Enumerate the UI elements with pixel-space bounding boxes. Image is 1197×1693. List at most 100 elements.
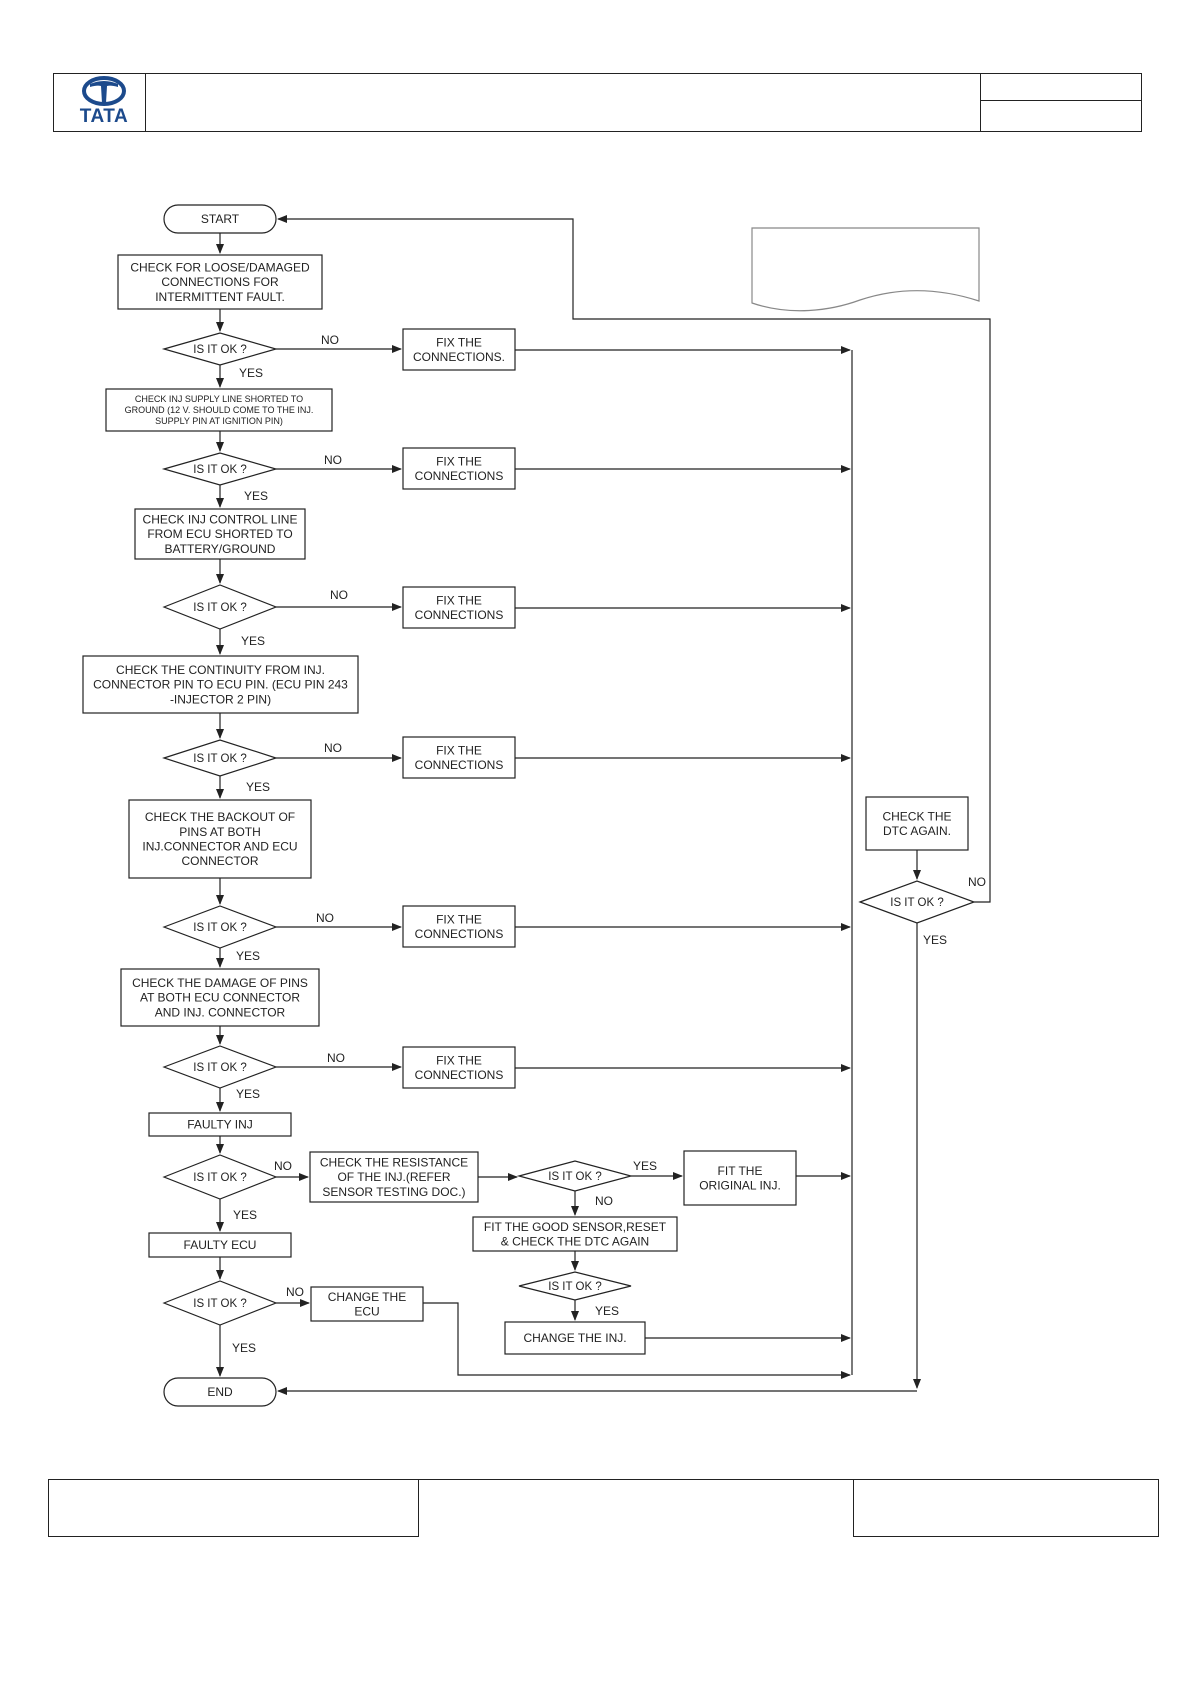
step-check-resistance-line: CHECK THE RESISTANCE: [320, 1156, 468, 1170]
decision-resistance: IS IT OK ?: [516, 1160, 634, 1192]
step-check-damage-line: AT BOTH ECU CONNECTOR: [140, 991, 300, 1005]
step-check-backout-line: CHECK THE BACKOUT OF: [145, 810, 295, 824]
decision-8: IS IT OK ?: [162, 1280, 278, 1326]
step-check-supply-line-line: CHECK INJ SUPPLY LINE SHORTED TO: [135, 394, 303, 404]
fix-connections-2-line: FIX THE: [436, 454, 482, 468]
decision-5-label: IS IT OK ?: [193, 922, 246, 934]
label-yes-resistance: YES: [633, 1159, 657, 1173]
label-yes-6: YES: [236, 1087, 260, 1101]
flow-shapes: START CHECK FOR LOOSE/DAMAGEDCONNECTIONS …: [82, 204, 986, 1407]
fix-connections-3-line: CONNECTIONS: [415, 608, 504, 622]
end-terminal-label: END: [207, 1385, 233, 1399]
decision-5: IS IT OK ?: [162, 905, 278, 949]
step-fit-good-sensor: FIT THE GOOD SENSOR,RESET& CHECK THE DTC…: [472, 1216, 678, 1252]
fix-connections-2-line: CONNECTIONS: [415, 469, 504, 483]
step-check-control-line-line: CHECK INJ CONTROL LINE: [143, 513, 298, 527]
step-faulty-ecu: FAULTY ECU: [148, 1232, 292, 1258]
footer-cell-right: [853, 1479, 1159, 1537]
label-yes-dtc: YES: [923, 933, 947, 947]
label-no-8: NO: [286, 1285, 304, 1299]
fix-connections-6-line: FIX THE: [436, 1053, 482, 1067]
footer-cell-left: [48, 1479, 419, 1537]
label-no-dtc: NO: [968, 875, 986, 889]
decision-7-label: IS IT OK ?: [193, 1172, 246, 1184]
start-terminal: START: [163, 204, 277, 234]
decision-3-label: IS IT OK ?: [193, 602, 246, 614]
label-no-2: NO: [324, 453, 342, 467]
step-check-control-line-line: FROM ECU SHORTED TO: [147, 527, 292, 541]
label-no-4: NO: [324, 741, 342, 755]
step-check-dtc-line: CHECK THE: [882, 809, 951, 823]
decision-7: IS IT OK ?: [162, 1154, 278, 1200]
step-change-inj: CHANGE THE INJ.: [504, 1321, 646, 1355]
label-no-6: NO: [327, 1051, 345, 1065]
step-check-backout-line: INJ.CONNECTOR AND ECU: [142, 840, 297, 854]
step-faulty-ecu-line: FAULTY ECU: [184, 1238, 257, 1252]
decision-8-label: IS IT OK ?: [193, 1298, 246, 1310]
fix-connections-5-line: CONNECTIONS: [415, 927, 504, 941]
step-check-continuity-line: -INJECTOR 2 PIN): [170, 692, 271, 706]
step-faulty-inj: FAULTY INJ: [148, 1112, 292, 1137]
label-yes-3: YES: [241, 634, 265, 648]
fix-connections-5-line: FIX THE: [436, 912, 482, 926]
step-check-continuity-line: CHECK THE CONTINUITY FROM INJ.: [116, 663, 325, 677]
step-change-inj-line: CHANGE THE INJ.: [523, 1331, 626, 1345]
decision-sensor: IS IT OK ?: [518, 1271, 632, 1301]
fix-connections-4-line: CONNECTIONS: [415, 758, 504, 772]
step-fit-original-inj-line: FIT THE: [718, 1164, 763, 1178]
label-no-1: NO: [321, 333, 339, 347]
step-check-damage-line: CHECK THE DAMAGE OF PINS: [132, 976, 308, 990]
step-check-resistance-line: OF THE INJ.(REFER: [337, 1170, 450, 1184]
tata-logo-icon: [82, 76, 126, 106]
decision-6: IS IT OK ?: [162, 1045, 278, 1089]
flow-connectors: [216, 215, 991, 1395]
step-check-backout-line: PINS AT BOTH: [179, 825, 261, 839]
label-yes-4: YES: [246, 780, 270, 794]
decision-4-label: IS IT OK ?: [193, 753, 246, 765]
step-faulty-inj-line: FAULTY INJ: [187, 1118, 253, 1132]
decision-2-label: IS IT OK ?: [193, 464, 246, 476]
label-yes-sensor: YES: [595, 1304, 619, 1318]
decision-4: IS IT OK ?: [162, 739, 278, 777]
step-check-continuity: CHECK THE CONTINUITY FROM INJ.CONNECTOR …: [82, 655, 359, 714]
decision-dtc: IS IT OK ?: [858, 880, 976, 924]
fix-connections-3-line: FIX THE: [436, 593, 482, 607]
step-change-ecu-line: CHANGE THE: [328, 1290, 406, 1304]
decision-1: IS IT OK ?: [161, 332, 279, 366]
step-check-damage-line: AND INJ. CONNECTOR: [155, 1005, 286, 1019]
label-yes-8: YES: [232, 1341, 256, 1355]
header-logo-cell: [53, 73, 146, 132]
fix-connections-6-line: CONNECTIONS: [415, 1068, 504, 1082]
decision-1-label: IS IT OK ?: [193, 344, 246, 356]
label-yes-5: YES: [236, 949, 260, 963]
end-terminal: END: [163, 1377, 277, 1407]
label-no-3: NO: [330, 588, 348, 602]
step-check-supply-line-line: SUPPLY PIN AT IGNITION PIN): [155, 416, 283, 426]
header-right-divider: [980, 100, 1142, 101]
label-yes-1: YES: [239, 366, 263, 380]
footer-cell-middle: [418, 1479, 854, 1480]
label-no-7: NO: [274, 1159, 292, 1173]
decision-2: IS IT OK ?: [161, 452, 279, 486]
step-check-connections-line: CHECK FOR LOOSE/DAMAGED: [130, 261, 310, 275]
fix-connections-1-line: FIX THE: [436, 335, 482, 349]
label-yes-7: YES: [233, 1208, 257, 1222]
label-no-resistance: NO: [595, 1194, 613, 1208]
step-fit-good-sensor-line: FIT THE GOOD SENSOR,RESET: [484, 1220, 667, 1234]
step-fit-good-sensor-line: & CHECK THE DTC AGAIN: [501, 1235, 649, 1249]
step-check-connections-line: CONNECTIONS FOR: [161, 275, 279, 289]
step-change-ecu-line: ECU: [354, 1305, 379, 1319]
